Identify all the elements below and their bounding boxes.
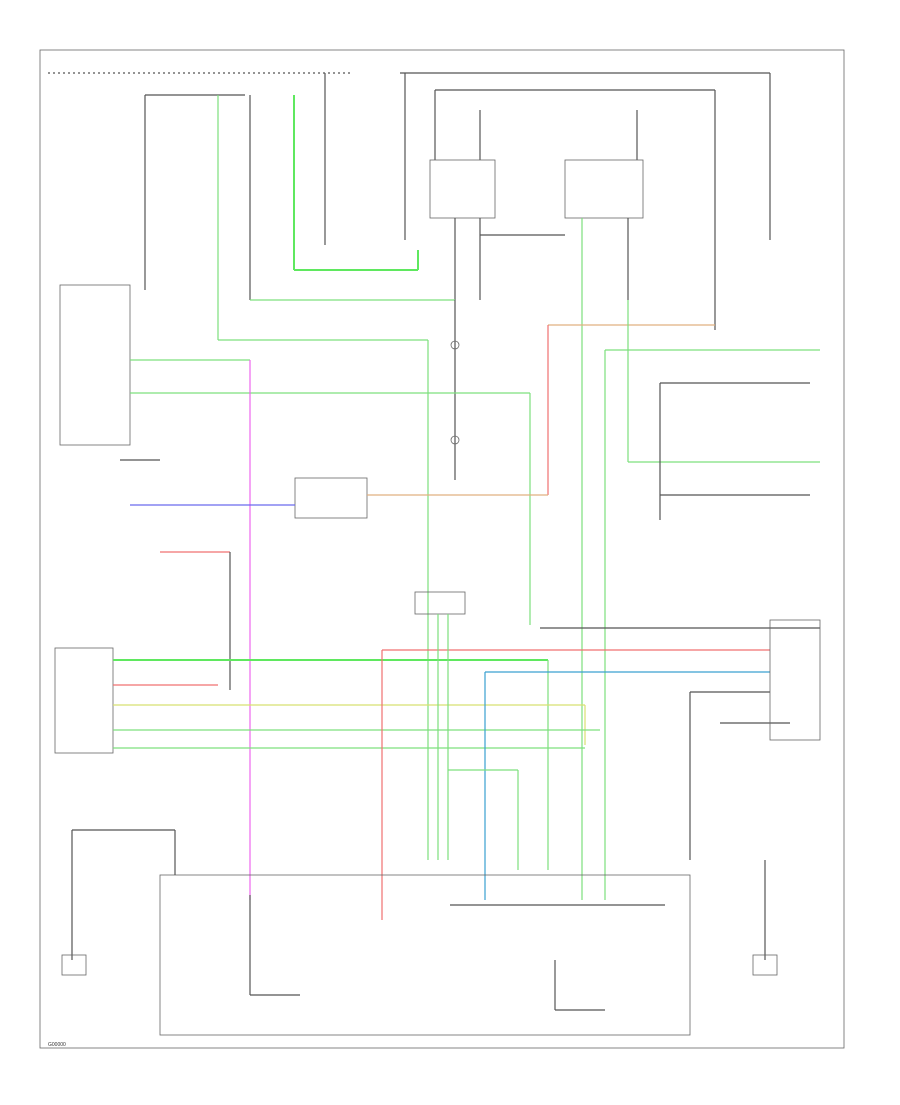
right-motor bbox=[752, 954, 778, 976]
relay-right bbox=[564, 159, 644, 219]
center-connector-2 bbox=[450, 435, 460, 445]
footer-code: G00000 bbox=[48, 1042, 66, 1048]
switch-block-left bbox=[59, 284, 131, 446]
power-seat-module bbox=[159, 874, 691, 1036]
ignition-switch bbox=[294, 477, 368, 519]
diagram-border bbox=[39, 49, 845, 1049]
mid-connector bbox=[414, 591, 466, 615]
relay-left bbox=[429, 159, 496, 219]
body-control-module bbox=[54, 647, 114, 754]
door-switch bbox=[769, 619, 821, 741]
center-connector-1 bbox=[450, 340, 460, 350]
left-motor bbox=[61, 954, 87, 976]
